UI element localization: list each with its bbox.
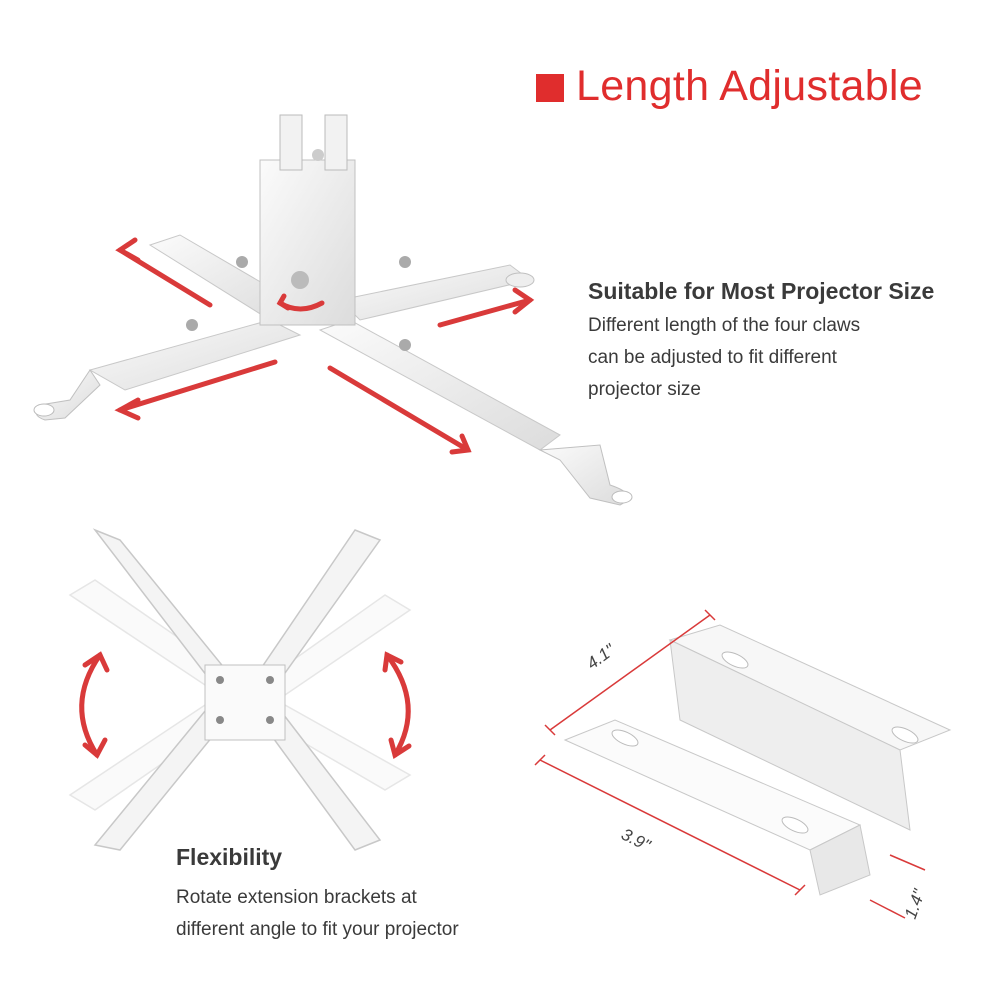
feature-size-title: Suitable for Most Projector Size	[588, 278, 935, 304]
feature-flex-body: Rotate extension brackets at different a…	[176, 887, 459, 940]
red-square-icon	[536, 74, 564, 102]
projector-mount-image	[33, 114, 633, 506]
heading-title: Length Adjustable	[576, 61, 924, 110]
rotate-arrow-icon	[79, 651, 412, 759]
dimension-width: 3.9"	[618, 825, 654, 856]
double-arrow-icon	[114, 237, 535, 455]
dimension-length: 4.1"	[583, 640, 619, 673]
dimension-height: 1.4"	[901, 886, 929, 921]
bracket-image: 4.1" 3.9" 1.4"	[534, 609, 952, 921]
heading: Length Adjustable	[536, 56, 923, 116]
rotating-brackets-image	[68, 528, 412, 851]
feature-size-body: Different length of the four claws can b…	[588, 315, 861, 400]
feature-flex-title: Flexibility	[176, 844, 283, 870]
